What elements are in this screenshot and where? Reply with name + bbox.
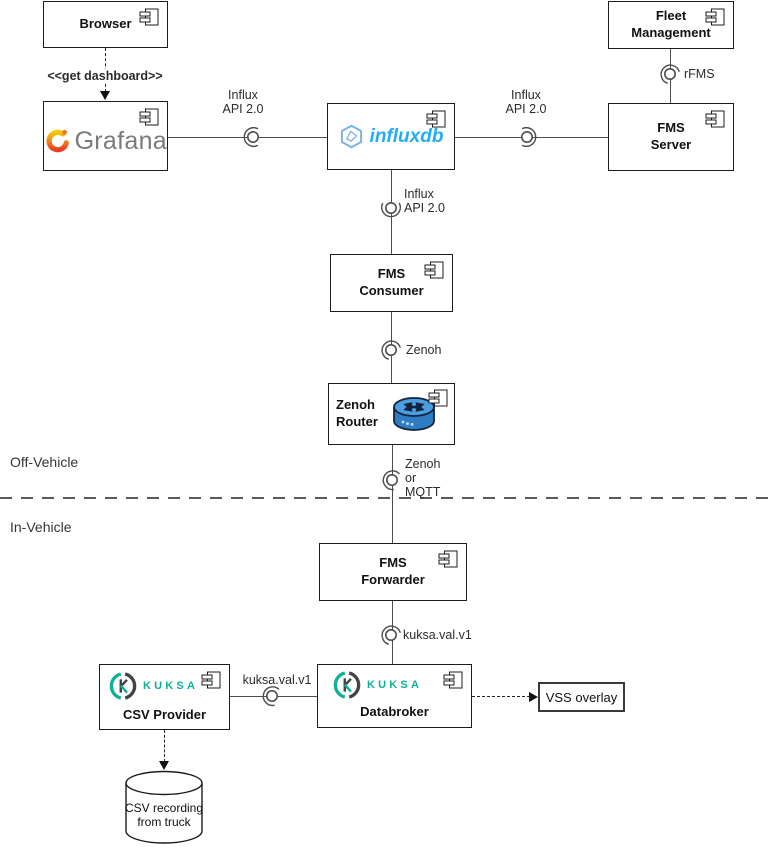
vss-overlay-label: VSS overlay — [545, 689, 618, 705]
interface-connector-icon — [521, 127, 537, 147]
edge-csv-provider-recording-dashed — [164, 730, 165, 762]
arrowhead-csv-provider-recording — [159, 761, 169, 770]
edge-label-influx-api-grafana: Influx API 2.0 — [222, 88, 264, 116]
vss-overlay-box: VSS overlay — [538, 682, 625, 712]
component-influxdb: influxdb — [327, 103, 455, 170]
kuksa-wordmark: KUKSA — [143, 680, 199, 692]
edge-label-influx-api-consumer: Influx API 2.0 — [404, 187, 445, 215]
edge-zenoh-router-fms-forwarder — [392, 445, 393, 543]
interface-connector-icon — [381, 340, 402, 361]
interface-connector-icon — [381, 625, 402, 646]
component-fleet-management: Fleet Management — [608, 1, 734, 49]
vehicle-boundary-dashed-line — [0, 497, 768, 499]
kuksa-logo-icon — [109, 672, 137, 700]
kuksa-wordmark: KUKSA — [367, 679, 423, 691]
edge-label-zenoh-or-mqtt: Zenoh or MQTT — [405, 457, 441, 499]
grafana-logo-icon — [46, 129, 69, 152]
zone-label-in-vehicle: In-Vehicle — [10, 519, 72, 535]
interface-connector-icon — [243, 127, 259, 147]
component-browser: Browser — [43, 1, 168, 48]
edge-label-get-dashboard: <<get dashboard>> — [32, 69, 178, 83]
edge-label-influx-api-server: Influx API 2.0 — [505, 88, 547, 116]
component-grafana: Grafana — [43, 101, 168, 171]
component-fleet-management-label: Fleet Management — [631, 8, 711, 40]
component-grafana-label: Grafana — [74, 126, 167, 155]
csv-recording-label: CSV recording from truck — [124, 801, 204, 829]
uml-component-icon — [424, 261, 444, 279]
component-fms-consumer-label: FMS Consumer — [359, 266, 424, 298]
database-cylinder-icon — [125, 770, 203, 844]
uml-component-icon — [201, 671, 221, 689]
uml-component-icon — [139, 8, 159, 26]
component-browser-label: Browser — [79, 16, 132, 32]
arrowhead-databroker-vss — [529, 692, 538, 702]
component-fms-consumer: FMS Consumer — [330, 254, 453, 312]
component-fms-forwarder: FMS Forwarder — [319, 543, 467, 601]
edge-label-rfms: rFMS — [684, 67, 715, 81]
influxdb-logo-icon — [340, 124, 362, 149]
interface-connector-icon — [262, 686, 280, 707]
component-csv-provider: KUKSA CSV Provider — [99, 664, 230, 730]
uml-component-icon — [443, 671, 463, 689]
uml-component-icon — [428, 389, 448, 407]
router-icon — [393, 397, 435, 431]
arrowhead-browser-grafana — [100, 91, 110, 100]
edge-label-kuksa-val-forwarder: kuksa.val.v1 — [403, 628, 472, 642]
component-influxdb-label: influxdb — [369, 125, 444, 147]
component-databroker: KUKSA Databroker — [317, 664, 472, 728]
component-zenoh-router-label: Zenoh Router — [336, 397, 378, 429]
component-fms-server: FMS Server — [608, 103, 734, 171]
edge-label-zenoh: Zenoh — [406, 343, 442, 357]
uml-component-icon — [139, 108, 159, 126]
uml-component-icon — [426, 110, 446, 128]
interface-connector-icon — [381, 202, 401, 218]
edge-label-kuksa-val-provider: kuksa.val.v1 — [242, 673, 312, 687]
interface-connector-icon — [382, 470, 401, 491]
edge-databroker-vss-dashed — [472, 696, 530, 697]
component-fms-server-label: FMS Server — [650, 120, 692, 152]
uml-component-icon — [705, 8, 725, 26]
component-zenoh-router: Zenoh Router — [328, 383, 455, 445]
uml-component-icon — [705, 110, 725, 128]
component-csv-provider-label: CSV Provider — [122, 707, 207, 723]
interface-connector-icon — [660, 64, 681, 85]
kuksa-logo-icon — [333, 671, 361, 699]
zone-label-off-vehicle: Off-Vehicle — [10, 454, 79, 470]
component-databroker-label: Databroker — [360, 704, 429, 720]
component-fms-forwarder-label: FMS Forwarder — [361, 555, 425, 587]
uml-component-icon — [438, 550, 458, 568]
